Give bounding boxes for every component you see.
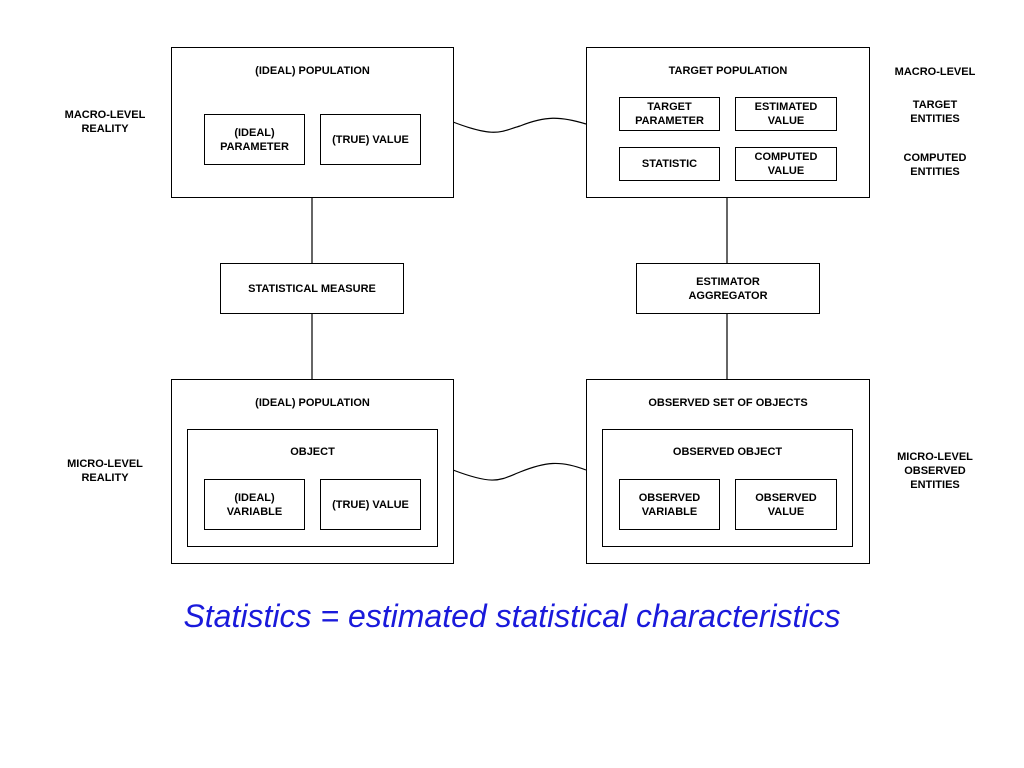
estimated-value-box: ESTIMATED VALUE [735, 97, 837, 131]
target-population-title: TARGET POPULATION [668, 65, 788, 77]
ideal-population-micro-title: (IDEAL) POPULATION [255, 397, 370, 409]
macro-level-label: MACRO-LEVEL [894, 66, 976, 78]
observed-value-box: OBSERVED VALUE [735, 479, 837, 530]
ideal-population-macro-title: (IDEAL) POPULATION [255, 65, 370, 77]
true-value-micro-box: (TRUE) VALUE [320, 479, 421, 530]
wave-connector-bottom [452, 462, 587, 481]
computed-entities-label: COMPUTED ENTITIES [903, 152, 967, 178]
caption: Statistics = estimated statistical chara… [183, 598, 841, 634]
micro-level-observed-entities-label: MICRO-LEVEL OBSERVED ENTITIES [897, 451, 973, 491]
estimator-aggregator-box: ESTIMATOR AGGREGATOR [636, 263, 820, 314]
computed-value-box: COMPUTED VALUE [735, 147, 837, 181]
observed-set-title: OBSERVED SET OF OBJECTS [648, 397, 808, 409]
observed-object-title: OBSERVED OBJECT [672, 446, 783, 458]
statistical-measure-box: STATISTICAL MEASURE [220, 263, 404, 314]
ideal-parameter-box: (IDEAL) PARAMETER [204, 114, 305, 165]
micro-level-reality-label: MICRO-LEVEL REALITY [67, 458, 143, 484]
statistic-box: STATISTIC [619, 147, 720, 181]
wave-connector-top [452, 117, 587, 133]
target-entities-label: TARGET ENTITIES [910, 99, 960, 125]
true-value-macro-box: (TRUE) VALUE [320, 114, 421, 165]
target-parameter-box: TARGET PARAMETER [619, 97, 720, 131]
ideal-variable-box: (IDEAL) VARIABLE [204, 479, 305, 530]
observed-variable-box: OBSERVED VARIABLE [619, 479, 720, 530]
macro-level-reality-label: MACRO-LEVEL REALITY [64, 109, 146, 135]
object-title: OBJECT [290, 446, 335, 458]
